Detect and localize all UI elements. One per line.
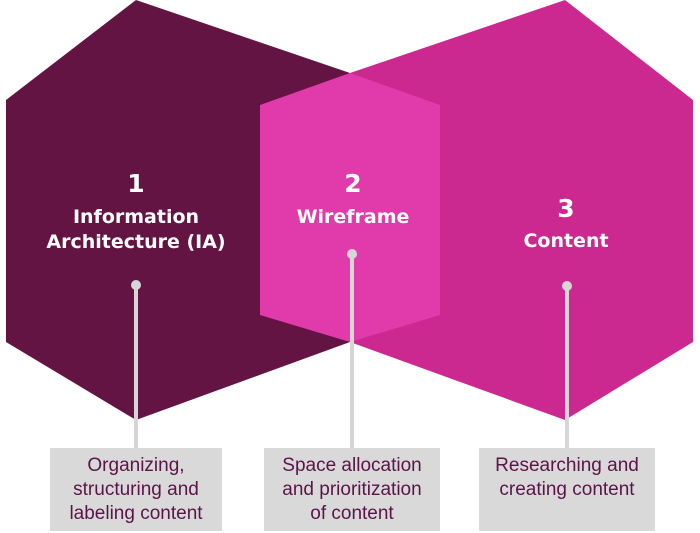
description-box-wireframe: Space allocation and prioritization of c… (264, 448, 440, 531)
description-content-line-2: creating content (499, 479, 635, 500)
hexagon-wireframe-overlap (260, 73, 440, 342)
description-content-line-1: Researching and (495, 455, 639, 476)
description-box-content: Researching and creating content (479, 448, 655, 531)
description-wireframe-line-3: of content (310, 503, 394, 524)
description-ia-line-2: structuring and (73, 479, 199, 500)
description-ia-line-1: Organizing, (87, 455, 185, 476)
description-box-ia: Organizing, structuring and labeling con… (50, 448, 222, 531)
node-number-wireframe: 2 (344, 169, 362, 198)
connector-dot-wireframe (347, 249, 357, 259)
node-title-content: Content (523, 230, 609, 252)
description-wireframe-line-1: Space allocation (282, 455, 422, 476)
node-title-ia-line-2: Architecture (IA) (46, 231, 226, 253)
description-ia-line-3: labeling content (69, 503, 203, 524)
node-title-wireframe: Wireframe (296, 206, 410, 228)
connector-dot-ia (131, 280, 141, 290)
node-title-ia-line-1: Information (72, 206, 200, 228)
description-wireframe-line-2: and prioritization (282, 479, 422, 500)
node-number-content: 3 (557, 194, 575, 223)
node-number-ia: 1 (127, 169, 145, 198)
connector-dot-content (562, 281, 572, 291)
